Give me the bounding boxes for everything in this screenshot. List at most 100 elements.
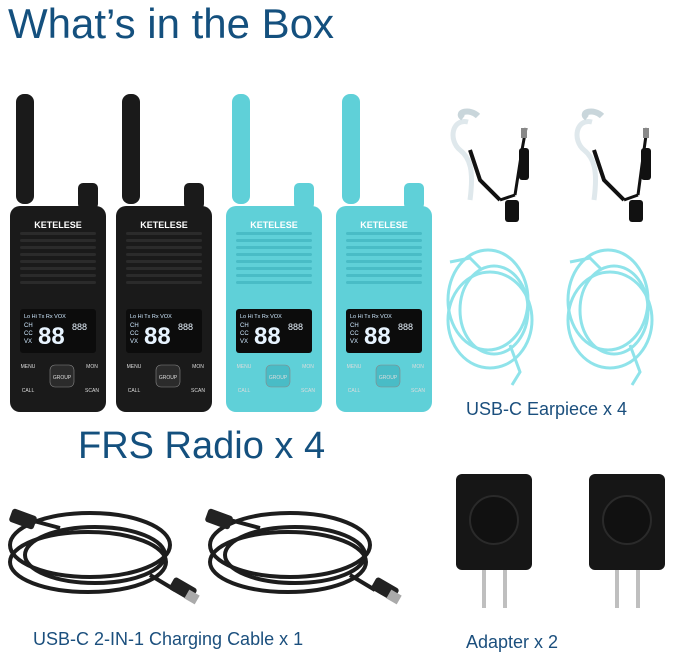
radio-grille-line: [126, 232, 202, 235]
radio-knob: [404, 183, 424, 209]
page-title: What’s in the Box: [8, 0, 335, 47]
radio-grille-line: [20, 232, 96, 235]
radio-knob: [294, 183, 314, 209]
radio-side-label: VX: [130, 339, 138, 345]
radio-brand: KETELESE: [140, 220, 188, 230]
radio-grille-line: [20, 246, 96, 249]
radio-antenna: [16, 94, 34, 204]
radio-screen: [126, 309, 202, 353]
radio-grille-line: [126, 281, 202, 284]
radio-grille-line: [126, 246, 202, 249]
radio-grille-line: [20, 239, 96, 242]
radio-grille-line: [126, 267, 202, 270]
radio-status-text: Lo Hi Tx Rx VOX: [240, 314, 282, 320]
radio-grille-line: [346, 239, 422, 242]
radio-side-label: CH: [130, 323, 139, 329]
adapter-2: [589, 474, 665, 608]
radio-digits: 88: [38, 323, 65, 350]
radio-side-label: VX: [24, 339, 32, 345]
radio-screen: [20, 309, 96, 353]
radio-group-button: [49, 364, 75, 388]
radio-key-label: MENU: [127, 364, 142, 370]
radio-group-label: GROUP: [53, 375, 72, 381]
cable-label: USB-C 2-IN-1 Charging Cable x 1: [33, 629, 304, 649]
radio-key-label: MENU: [237, 364, 252, 370]
radio-grille-line: [236, 267, 312, 270]
radio-key-label: SCAN: [191, 388, 205, 394]
charging-cable-1: [8, 508, 200, 605]
radio-grille-line: [346, 246, 422, 249]
radio-grille-line: [236, 239, 312, 242]
radio-grille-line: [346, 260, 422, 263]
radio-knob: [184, 183, 204, 209]
radio-grille-line: [346, 281, 422, 284]
radio-label: FRS Radio x 4: [78, 425, 326, 467]
radio-key-label: CALL: [22, 388, 35, 394]
radio-status-text: Lo Hi Tx Rx VOX: [24, 314, 66, 320]
radio-key-label: MENU: [347, 364, 362, 370]
radio-grille-line: [236, 281, 312, 284]
radio-digits: 88: [254, 323, 281, 350]
radio-group-button: [265, 364, 291, 388]
radio-small-digits: 888: [398, 322, 413, 332]
radio-side-label: CH: [240, 323, 249, 329]
radio-grille-line: [346, 232, 422, 235]
earpiece-blue-2: [566, 248, 654, 386]
radio-grille-line: [236, 246, 312, 249]
radio-grille-line: [236, 274, 312, 277]
radio-side-label: CH: [350, 323, 359, 329]
radio-grille-line: [126, 260, 202, 263]
radio-grille-line: [346, 253, 422, 256]
radio-side-label: VX: [240, 339, 248, 345]
radio-digits: 88: [364, 323, 391, 350]
earpiece-label: USB-C Earpiece x 4: [466, 399, 628, 419]
radio-brand: KETELESE: [360, 220, 408, 230]
radio-key-label: CALL: [348, 388, 361, 394]
radio-grille-line: [346, 267, 422, 270]
radio-small-digits: 888: [72, 322, 87, 332]
radio-screen: [236, 309, 312, 353]
radio-key-label: MON: [86, 364, 98, 370]
radio-grille-line: [236, 260, 312, 263]
radio-group-label: GROUP: [379, 375, 398, 381]
radio-status-text: Lo Hi Tx Rx VOX: [350, 314, 392, 320]
adapter-label: Adapter x 2: [466, 632, 559, 652]
radio-key-label: SCAN: [411, 388, 425, 394]
radio-group-button: [155, 364, 181, 388]
radio-group-button: [375, 364, 401, 388]
radio-digits: 88: [144, 323, 171, 350]
radio-key-label: SCAN: [85, 388, 99, 394]
radio-brand: KETELESE: [250, 220, 298, 230]
radio-group-label: GROUP: [159, 375, 178, 381]
radio-key-label: CALL: [238, 388, 251, 394]
radio-grille-line: [20, 281, 96, 284]
radio-grille-line: [20, 274, 96, 277]
radio-antenna: [122, 94, 140, 204]
radio-status-text: Lo Hi Tx Rx VOX: [130, 314, 172, 320]
radio-key-label: MENU: [21, 364, 36, 370]
radio-small-digits: 888: [288, 322, 303, 332]
earpiece-black-1: [450, 108, 529, 222]
radio-grille-line: [20, 260, 96, 263]
radio-grille-line: [126, 253, 202, 256]
radio-key-label: MON: [412, 364, 424, 370]
radio-side-label: CC: [240, 331, 249, 337]
radio-small-digits: 888: [178, 322, 193, 332]
radio-key-label: MON: [192, 364, 204, 370]
radio-key-label: CALL: [128, 388, 141, 394]
radio-side-label: CH: [24, 323, 33, 329]
radio-grille-line: [20, 253, 96, 256]
radio-side-label: CC: [24, 331, 33, 337]
radio-grille-line: [20, 267, 96, 270]
earpiece-blue-1: [446, 248, 534, 386]
radio-grille-line: [126, 274, 202, 277]
radio-brand: KETELESE: [34, 220, 82, 230]
